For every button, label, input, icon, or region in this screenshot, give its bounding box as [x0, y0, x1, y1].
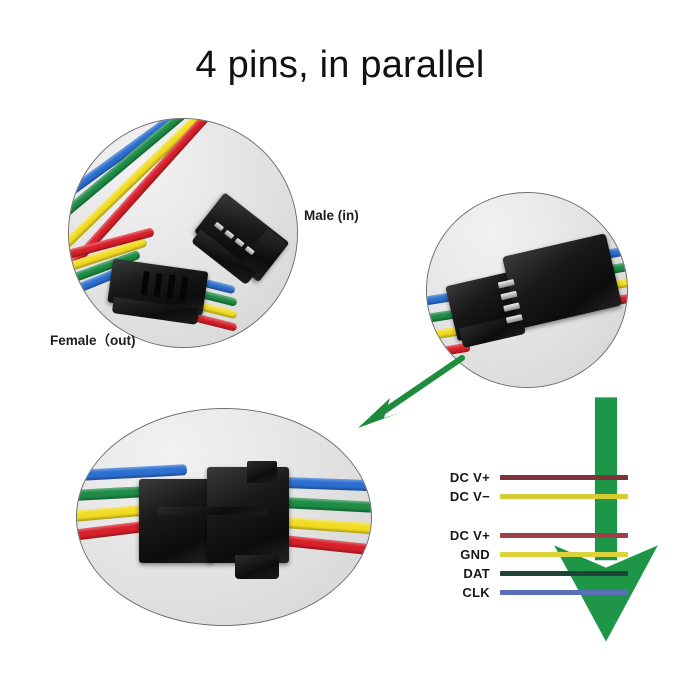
legend-label-gnd: GND: [460, 547, 490, 562]
photo-mated-closeup: [426, 192, 628, 388]
legend-swatch-dat: [500, 571, 628, 576]
label-male-in: Male (in): [304, 208, 359, 223]
legend-label-clk: CLK: [462, 585, 490, 600]
mated-connector-side: [139, 461, 289, 579]
legend-label-dc-vplus-1: DC V+: [449, 470, 490, 485]
legend-swatch-dc-vminus: [500, 494, 628, 499]
photo-mated-oval: [76, 408, 372, 626]
legend-row: DC V−: [424, 487, 634, 506]
label-female-out: Female（out): [50, 333, 136, 348]
arrow-to-mated-oval-icon: [358, 355, 465, 428]
photo-male-female-pair: [68, 118, 298, 348]
legend-label-dat: DAT: [463, 566, 490, 581]
legend-group-four-pin-pinout: DC V+ GND DAT CLK: [424, 526, 634, 602]
legend-swatch-dc-vplus-2: [500, 533, 628, 538]
legend-row: DC V+: [424, 468, 634, 487]
legend-swatch-gnd: [500, 552, 628, 557]
legend-swatch-clk: [500, 590, 628, 595]
legend-row: DAT: [424, 564, 634, 583]
page-title: 4 pins, in parallel: [195, 44, 485, 86]
legend-row: GND: [424, 545, 634, 564]
legend-label-dc-vminus: DC V−: [449, 489, 490, 504]
legend-spacer: [424, 506, 634, 526]
legend-swatch-dc-vplus-1: [500, 475, 628, 480]
legend-row: CLK: [424, 583, 634, 602]
pinout-legend: DC V+ DC V− DC V+ GND DAT: [424, 468, 634, 602]
legend-row: DC V+: [424, 526, 634, 545]
legend-group-power-pair: DC V+ DC V−: [424, 468, 634, 506]
legend-label-dc-vplus-2: DC V+: [449, 528, 490, 543]
